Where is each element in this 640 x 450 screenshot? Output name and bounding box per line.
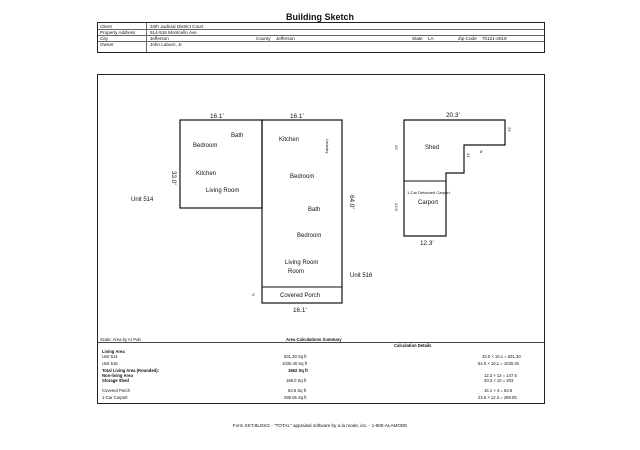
area-calculations: Scale: Area by Ar Pub Area Calculations … — [98, 337, 544, 403]
header-row-owner: Owner John Laburn, Jr — [98, 41, 544, 47]
carport-label: 1-Car Detached Carport — [407, 190, 451, 195]
calc-row-value: 64.5 Sq ft — [288, 388, 306, 393]
unit-516-name: Unit 516 — [350, 273, 373, 279]
calc-row-detail: 33.0 × 16.1 = 531.30 — [482, 354, 521, 359]
detached-width: 20.3' — [446, 112, 460, 119]
unit-516-room-bath: Bath — [308, 207, 320, 213]
porch-dimension: 4' — [252, 292, 255, 297]
calc-row-detail: 23.5 × 12.3 = 289.05 — [478, 395, 517, 400]
unit-516-room-bedroom-1: Bedroom — [290, 174, 314, 180]
calc-row-label: 1-Car Carport — [102, 395, 128, 400]
calc-row-detail: 12.3 × 12 = 147.6 — [484, 373, 517, 378]
unit-516-width: 16.1' — [290, 113, 304, 120]
state-value: LA — [428, 35, 434, 41]
shed-label: Shed — [425, 145, 439, 151]
detached-right-upper: 21' — [507, 127, 512, 132]
unit-514-room-bedroom: Bedroom — [193, 143, 217, 149]
unit-516-height: 64.0' — [348, 195, 355, 209]
unit-516-room-living: Living Room — [285, 260, 318, 266]
unit-516-room-kitchen: Kitchen — [279, 137, 299, 143]
calc-top-rule — [98, 342, 544, 343]
unit-516-room-laundry: Laundry — [325, 139, 330, 153]
calc-row-value: 168.0 Sq ft — [286, 378, 307, 383]
calc-row-label: Unit 516 — [102, 361, 118, 366]
detached-left-upper: 22' — [394, 145, 399, 150]
carport-label-2: Carport — [418, 200, 438, 206]
state-label: State — [412, 35, 423, 41]
county-label: County — [256, 35, 271, 41]
calc-row-detail: 64.0 × 16.1 = 1030.40 — [478, 361, 519, 366]
calc-row-label: Unit 514 — [102, 354, 118, 359]
sketch-frame: 16.1' 33.0' Bath Bedroom Kitchen Living … — [97, 74, 545, 404]
unit-516-room-living-2: Room — [288, 269, 304, 275]
unit-514-room-bath: Bath — [231, 133, 243, 139]
unit-514-room-kitchen: Kitchen — [196, 171, 216, 177]
calc-row-detail: 16.1 × 4 = 64.5 — [484, 388, 513, 393]
calc-row-label: Covered Porch — [102, 388, 130, 393]
unit-516-bottom-width: 16.1' — [293, 307, 307, 314]
calc-row-value: 1030.40 Sq ft — [282, 361, 307, 366]
covered-porch-label: Covered Porch — [280, 293, 320, 299]
detached-left-lower: 23.5' — [394, 203, 399, 212]
header-divider — [146, 23, 147, 52]
calc-row-label: Total Living Area (Rounded): — [102, 368, 159, 373]
scale-note: Scale: Area by Ar Pub — [100, 337, 141, 342]
owner-value: John Laburn, Jr — [150, 41, 182, 47]
zip-value: 70121-4019 — [482, 35, 507, 41]
city-label: City — [100, 35, 108, 41]
header-row-city: City Jefferson County Jefferson State LA… — [98, 35, 544, 42]
calc-row-value: 531.30 Sq ft — [284, 354, 307, 359]
page-title: Building Sketch — [285, 12, 354, 22]
header-row-address: Property Address 514-516 Montcello Ave — [98, 29, 544, 36]
calc-row-label: Living Area — [102, 349, 125, 354]
zip-label: Zip Code — [458, 35, 477, 41]
unit-514-width: 16.1' — [210, 113, 224, 120]
floor-plan-sketch: 16.1' 33.0' Bath Bedroom Kitchen Living … — [131, 112, 512, 314]
client-label: Client — [100, 23, 112, 29]
unit-514-name: Unit 514 — [131, 197, 154, 203]
form-footer: Form SKT.BLDSG - "TOTAL" appraisal softw… — [232, 423, 408, 428]
county-value: Jefferson — [276, 35, 295, 41]
area-summary-title: Area Calculations Summary — [286, 337, 342, 342]
unit-516-room-bedroom-2: Bedroom — [297, 233, 321, 239]
unit-514-outline — [179, 119, 263, 209]
calc-row-detail: 20.3 × 10 = 203 — [484, 378, 514, 383]
calc-details-title: Calculation Details — [394, 343, 432, 348]
address-label: Property Address — [100, 29, 136, 35]
calc-row-value: 1562 Sq ft — [288, 368, 308, 373]
detached-bottom-width: 12.3' — [420, 240, 434, 247]
header-row-client: Client 34th Judicial District Court — [98, 23, 544, 30]
city-value: Jefferson — [150, 35, 169, 41]
calc-row-value: 289.05 Sq ft — [284, 395, 307, 400]
calc-row-label: Non-living Area — [102, 373, 133, 378]
unit-514-height: 33.0' — [170, 171, 177, 185]
detached-notch-width: 8' — [480, 149, 483, 154]
detached-structure-outline — [403, 119, 506, 237]
calc-row-label: Storage Shed — [102, 378, 129, 383]
unit-516-outline — [261, 119, 343, 304]
unit-514-room-living: Living Room — [206, 188, 239, 194]
property-header-table: Client 34th Judicial District Court Prop… — [97, 22, 545, 53]
address-value: 514-516 Montcello Ave — [150, 29, 197, 35]
owner-label: Owner — [100, 41, 114, 47]
client-value: 34th Judicial District Court — [150, 23, 204, 29]
detached-notch-height: 21' — [466, 153, 471, 158]
